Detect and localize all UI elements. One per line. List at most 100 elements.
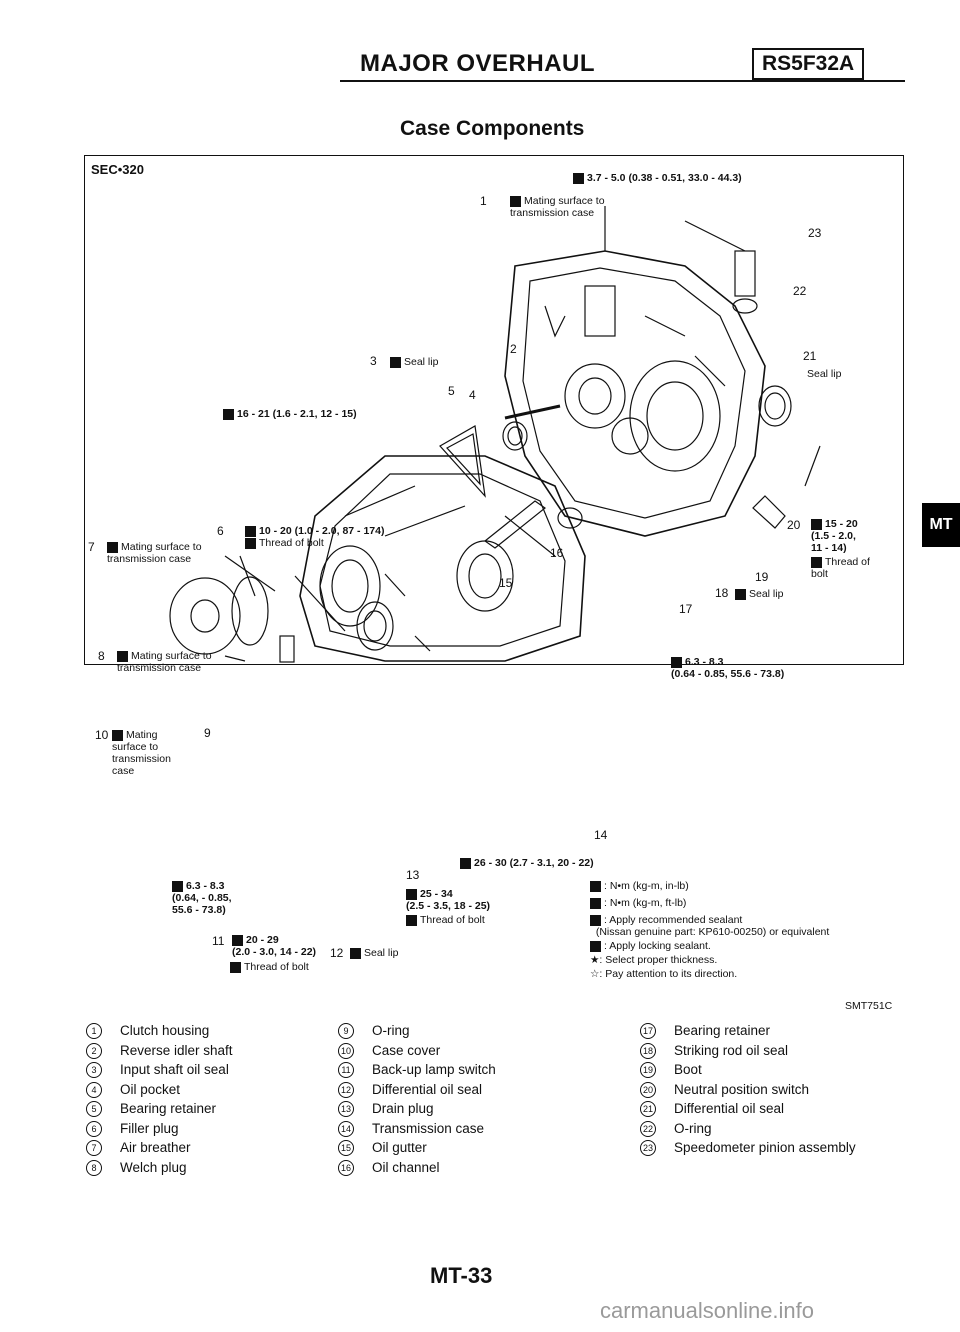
- page-number: MT-33: [430, 1263, 493, 1288]
- sec-code: SEC•320: [91, 162, 144, 177]
- sealant-icon: [406, 914, 417, 926]
- torque-label-17: 6.3 - 8.3 (0.64 - 0.85, 55.6 - 73.8): [671, 656, 785, 680]
- seal-lip-label-21: Seal lip: [807, 368, 842, 380]
- legend-number: 23: [640, 1140, 656, 1157]
- legend-item: 13 Drain plug: [338, 1101, 434, 1118]
- mating-surface-label-10: Mating surface to transmission case: [112, 729, 171, 777]
- legend-text: Clutch housing: [120, 1023, 210, 1038]
- legend-number: 5: [86, 1101, 102, 1118]
- grease-icon: [390, 356, 401, 368]
- legend-number: 13: [338, 1101, 354, 1118]
- legend-item: 8 Welch plug: [86, 1160, 187, 1176]
- sealant-icon: [245, 537, 256, 549]
- legend-number: 2: [86, 1042, 102, 1059]
- callout-6: 6: [217, 524, 224, 538]
- sealant-icon: [510, 195, 521, 207]
- seal-lip-label-12: Seal lip: [350, 947, 398, 959]
- page-header-title: MAJOR OVERHAUL: [360, 50, 596, 77]
- legend-text: Drain plug: [372, 1101, 434, 1116]
- symbol-key: : N•m (kg-m, in-lb) : N•m (kg-m, ft-lb) …: [590, 880, 829, 980]
- torque-wrench-icon: [223, 408, 234, 420]
- legend-text: Oil gutter: [372, 1140, 427, 1155]
- section-tab-mt[interactable]: MT: [922, 503, 960, 547]
- legend-number: 8: [86, 1159, 102, 1176]
- legend-number: 22: [640, 1120, 656, 1137]
- mating-surface-label-8: Mating surface to transmission case: [117, 650, 212, 674]
- legend-text: Welch plug: [120, 1159, 187, 1175]
- callout-12: 12: [330, 946, 344, 960]
- torque-wrench-icon: [811, 518, 822, 530]
- callout-3: 3: [370, 354, 377, 368]
- legend-number: 20: [640, 1081, 656, 1098]
- exploded-diagram-figure: SEC•320 3.7 - 5.0 (0.38 - 0.51, 33.0 - 4…: [84, 155, 904, 680]
- callout-16: 16: [550, 546, 564, 560]
- legend-text: Input shaft oil seal: [120, 1062, 229, 1077]
- torque-label-20: 15 - 20 (1.5 - 2.0, 11 - 14): [811, 518, 858, 554]
- callout-4: 4: [469, 388, 476, 402]
- grease-icon: [735, 588, 746, 600]
- legend-number: 1: [86, 1023, 102, 1040]
- seal-lip-label-18: Seal lip: [735, 588, 783, 600]
- legend-number: 16: [338, 1159, 354, 1176]
- legend-text: Oil pocket: [120, 1081, 181, 1097]
- torque-label-5: 16 - 21 (1.6 - 2.1, 12 - 15): [223, 408, 357, 420]
- legend-number: 10: [338, 1042, 354, 1059]
- key-torque-ftlb: : N•m (kg-m, ft-lb): [590, 897, 829, 909]
- callout-14: 14: [594, 828, 608, 842]
- diagram-artwork: [169, 206, 821, 664]
- legend-number: 11: [338, 1062, 354, 1079]
- legend-number: 17: [640, 1023, 656, 1040]
- key-torque-inlb: : N•m (kg-m, in-lb): [590, 880, 829, 892]
- grease-icon: [350, 947, 361, 959]
- mating-surface-label-7: Mating surface to transmission case: [107, 541, 202, 565]
- sealant-icon: [230, 961, 241, 973]
- key-direction: ☆: Pay attention to its direction.: [590, 968, 738, 980]
- sealant-icon: [117, 650, 128, 662]
- torque-label-13: 26 - 30 (2.7 - 3.1, 20 - 22): [460, 857, 594, 869]
- callout-13: 13: [406, 868, 420, 882]
- section-title: Case Components: [400, 117, 585, 140]
- callout-1: 1: [480, 194, 487, 208]
- thread-label-14: Thread of bolt: [406, 914, 485, 926]
- torque-wrench-icon: [406, 888, 417, 900]
- legend-text: Differential oil seal: [674, 1101, 785, 1116]
- callout-23: 23: [808, 226, 822, 240]
- legend-text: Differential oil seal: [372, 1081, 483, 1097]
- locking-sealant-icon: [590, 940, 601, 952]
- legend-text: Filler plug: [120, 1120, 179, 1136]
- callout-21: 21: [803, 349, 817, 363]
- legend-item: 1 Clutch housing: [86, 1023, 210, 1040]
- legend-number: 19: [640, 1062, 656, 1079]
- legend-number: 18: [640, 1042, 656, 1059]
- torque-wrench-icon: [232, 934, 243, 946]
- legend-text: O-ring: [372, 1023, 410, 1038]
- torque-label-23: 3.7 - 5.0 (0.38 - 0.51, 33.0 - 44.3): [573, 172, 742, 184]
- legend-number: 3: [86, 1062, 102, 1079]
- thread-label-11: Thread of bolt: [230, 961, 309, 973]
- torque-wrench-icon: [245, 525, 256, 537]
- callout-10: 10: [95, 728, 109, 742]
- callout-9: 9: [204, 726, 211, 740]
- torque-wrench-icon: [671, 656, 682, 668]
- key-sealant: : Apply recommended sealant (Nissan genu…: [590, 914, 829, 938]
- sealant-icon: [107, 541, 118, 553]
- header-rule: [340, 80, 905, 82]
- legend-text: Oil channel: [372, 1159, 440, 1175]
- legend-item: 16 Oil channel: [338, 1160, 440, 1176]
- legend-number: 12: [338, 1081, 354, 1098]
